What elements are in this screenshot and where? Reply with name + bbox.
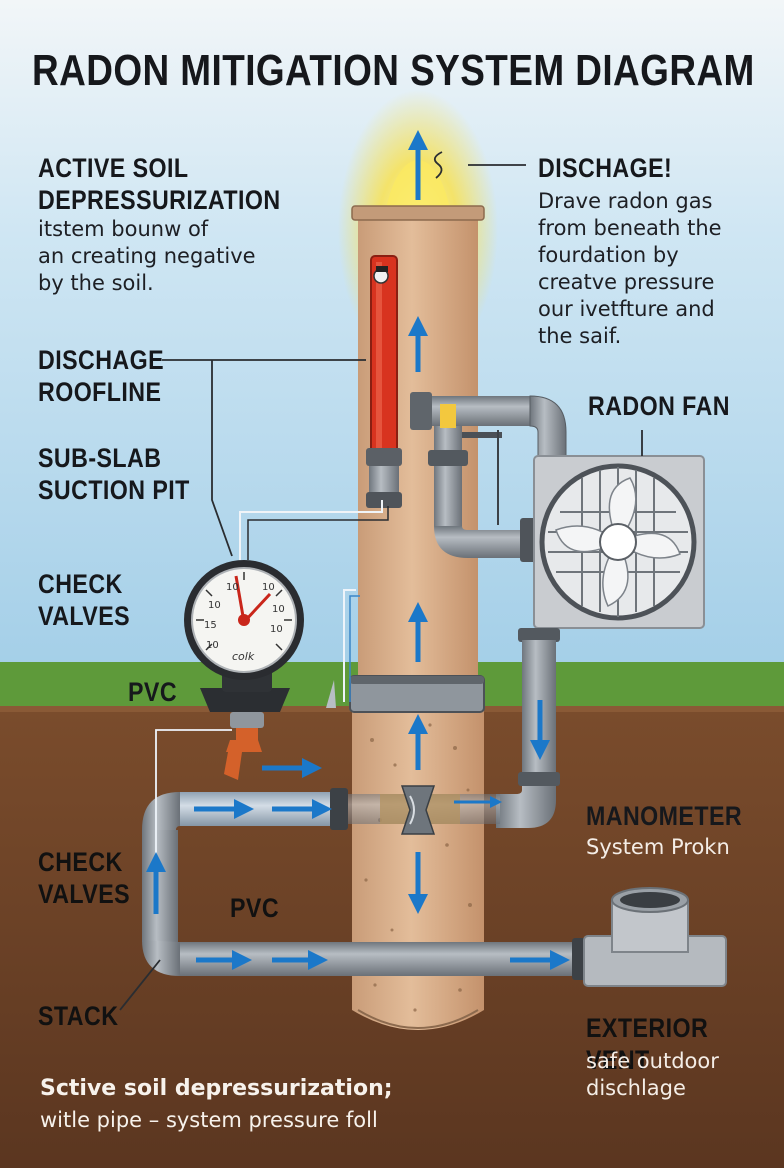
manometer-heading: MANOMETER (586, 801, 743, 831)
dischage-body: Drave radon gas from beneath the fourdat… (538, 189, 722, 348)
sub-slab-label: SUB-SLAB SUCTION PIT (38, 443, 190, 505)
fan-supply-pipe (410, 392, 567, 562)
gauge-tick-label: 10 (262, 582, 275, 593)
radon-fan (533, 455, 705, 629)
red-riser-pipe (366, 255, 402, 508)
page-title: RADON MITIGATION SYSTEM DIAGRAM (32, 46, 755, 95)
active-soil-body: itstem bounw of an creating negative by … (38, 217, 256, 295)
stack-drain-spigot (326, 680, 336, 708)
stack-label: STACK (38, 1001, 119, 1031)
gauge-tick-label: 10 (270, 624, 283, 635)
exterior-vent-heading: EXTERIOR VENT (586, 1013, 709, 1075)
gauge-tick-label: 10 (272, 604, 285, 615)
dischage-roofline-label: DISCHAGE ROOFLINE (38, 345, 165, 407)
gauge-tick-label: 15 (204, 620, 217, 631)
slab-collar (349, 675, 485, 713)
gauge-tick-label: 10 (208, 600, 221, 611)
leader-lines (119, 151, 643, 1011)
exterior-vent-body: safe outdoor dischlage (586, 1049, 719, 1100)
check-valves-lower-label: CHECK VALVES (38, 847, 131, 909)
gauge-tick-label: 10 (226, 582, 239, 593)
check-valves-upper-label: CHECK VALVES (38, 569, 131, 631)
manometer-gauge (184, 560, 304, 780)
lower-pipe (180, 887, 727, 987)
pvc-upper-label: PVC (128, 677, 178, 707)
airflow-arrows (146, 130, 570, 970)
gauge-brand: colk (232, 650, 255, 663)
manometer-body: System Prokn (586, 835, 730, 859)
gauge-tick-labels: 10 10 10 10 10 15 10 colk (204, 582, 285, 663)
radon-fan-label: RADON FAN (588, 391, 730, 421)
active-soil-heading: ACTIVE SOIL DEPRESSURIZATION (38, 153, 281, 215)
footer-line-2: witle pipe – system pressure foll (40, 1108, 378, 1132)
footer-line-1: Sctive soil depressurization; (40, 1076, 393, 1101)
gauge-tick-label: 10 (206, 640, 219, 651)
check-valve-body (380, 785, 460, 835)
pvc-lower-label: PVC (230, 893, 280, 923)
dischage-heading: DISCHAGE! (538, 153, 673, 183)
